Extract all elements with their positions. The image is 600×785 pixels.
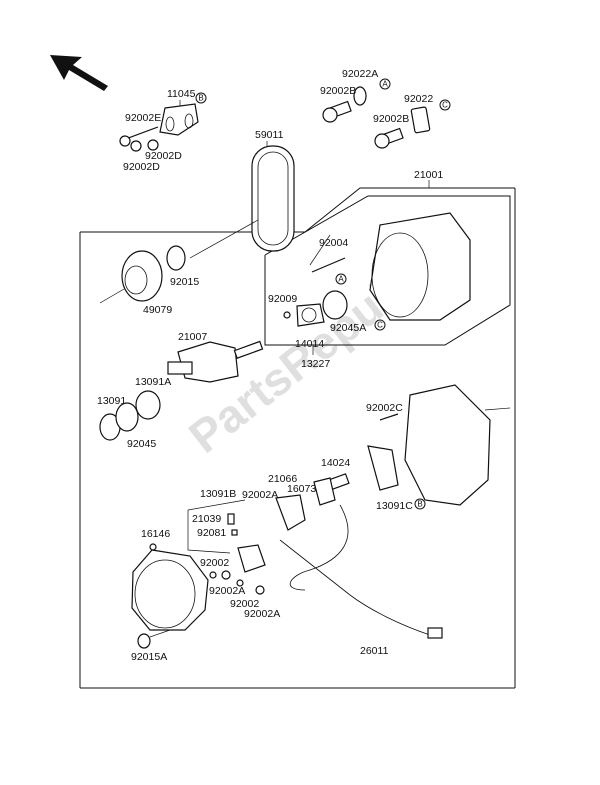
ref-marker-b-2: B <box>417 500 422 509</box>
label-59011: 59011 <box>255 129 284 141</box>
ref-marker-a-2: A <box>338 275 344 284</box>
label-92002B: 92002B <box>320 85 356 97</box>
label-92002C: 92002C <box>366 402 403 414</box>
label-21039: 21039 <box>192 513 221 525</box>
front-direction-arrow <box>50 55 108 91</box>
label-92015A: 92015A <box>131 651 167 663</box>
label-21066: 21066 <box>268 473 297 485</box>
mounting-hardware: 92022A A 92002B 92022 C 92002B <box>320 68 451 149</box>
rotor-group: 21007 13091A 13091 92045 <box>97 331 264 450</box>
label-92002A-3: 92002A <box>244 608 280 620</box>
ref-marker-b: B <box>198 94 203 103</box>
label-92022A: 92022A <box>342 68 378 80</box>
label-92002A: 92002A <box>242 489 278 501</box>
label-14014: 14014 <box>295 338 324 350</box>
label-92022: 92022 <box>404 93 433 105</box>
belt: 59011 <box>189 129 295 259</box>
ref-marker-c: C <box>442 101 448 110</box>
ref-marker-c-2: C <box>377 321 383 330</box>
label-13091A: 13091A <box>135 376 171 388</box>
label-92045: 92045 <box>127 438 156 450</box>
label-13091: 13091 <box>97 395 126 407</box>
label-92004: 92004 <box>319 237 348 249</box>
label-92002: 92002 <box>200 557 229 569</box>
ref-marker-a: A <box>382 80 388 89</box>
label-13227: 13227 <box>301 358 330 370</box>
label-92081: 92081 <box>197 527 226 539</box>
stator-group: 92004 A 92009 14014 92045A C <box>268 212 471 350</box>
alternator-frame: 21001 <box>79 169 516 689</box>
bracket-group: 11045 B 92002E 92002D 92002D <box>119 88 207 173</box>
label-92002E: 92002E <box>125 112 161 124</box>
label-16146: 16146 <box>141 528 170 540</box>
label-21007: 21007 <box>178 331 207 343</box>
label-14024: 14024 <box>321 457 350 469</box>
label-21001: 21001 <box>414 169 443 181</box>
stator-frame: 13227 <box>264 195 511 370</box>
label-92002A-2: 92002A <box>209 585 245 597</box>
label-26011: 26011 <box>360 645 389 657</box>
label-92002-2: 92002 <box>230 598 259 610</box>
label-13091B: 13091B <box>200 488 236 500</box>
label-49079: 49079 <box>143 304 172 316</box>
label-92045A: 92045A <box>330 322 366 334</box>
label-92015: 92015 <box>170 276 199 288</box>
label-92002B-2: 92002B <box>373 113 409 125</box>
label-92002D-2: 92002D <box>123 161 160 173</box>
rear-housing-group: 92002C 13091C B <box>366 384 511 512</box>
regulator-group: 14024 21066 16073 13091B 92002A 21039 92… <box>187 457 443 657</box>
label-92009: 92009 <box>268 293 297 305</box>
label-13091C: 13091C <box>376 500 413 512</box>
pulley-group: 92015 49079 <box>99 245 199 316</box>
label-16073: 16073 <box>287 483 316 495</box>
label-92002D: 92002D <box>145 150 182 162</box>
label-11045: 11045 <box>167 88 196 100</box>
end-cover-group: 16146 92002 92002A 92002 92002A 92015A <box>131 528 280 663</box>
